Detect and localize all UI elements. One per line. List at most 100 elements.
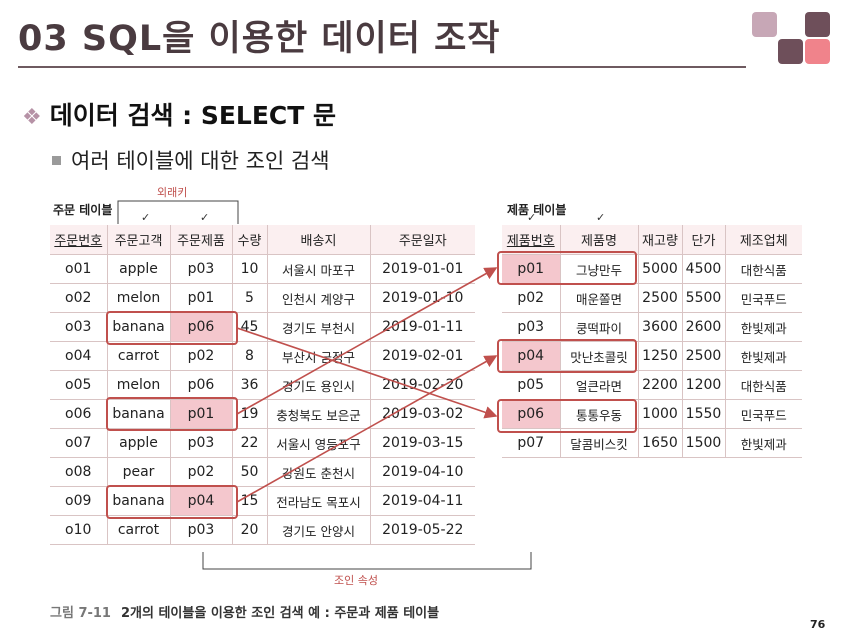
product-row-outline (497, 251, 637, 285)
table-cell: banana (107, 312, 171, 342)
table-row: p01 그냥만두 5000 4500 대한식품 (502, 254, 802, 284)
table-cell-highlighted: p04 (170, 486, 233, 516)
table-cell: melon (107, 370, 171, 400)
column-header: 주문제품 (170, 225, 233, 255)
table-cell: p02 (502, 283, 561, 313)
table-cell: p06 (170, 370, 233, 400)
table-cell: o07 (50, 428, 108, 458)
table-cell: 2019-01-01 (370, 254, 475, 284)
products-header-row: 제품번호 제품명 재고량 단가 제조업체 (502, 225, 802, 255)
table-cell: 민국푸드 (725, 283, 802, 313)
order-row-outline (106, 311, 238, 345)
square-bullet-icon (52, 155, 61, 165)
table-cell: 경기도 용인시 (267, 370, 371, 400)
column-header: 수량 (232, 225, 268, 255)
table-row: o08 pear p02 50 강원도 춘천시 2019-04-10 (50, 457, 475, 487)
table-cell: o06 (50, 399, 108, 429)
table-cell: 인천시 계양구 (267, 283, 371, 313)
table-cell: 8 (232, 341, 268, 371)
table-row: o07 apple p03 22 서울시 영등포구 2019-03-15 (50, 428, 475, 458)
table-cell-highlighted: p06 (170, 312, 233, 342)
bullet-heading: ❖데이터 검색 : SELECT 문 (22, 96, 336, 132)
table-cell: p07 (502, 428, 561, 458)
table-cell: 달콤비스킷 (560, 428, 639, 458)
table-cell: p02 (170, 341, 233, 371)
table-cell: 2200 (638, 370, 683, 400)
table-cell: o10 (50, 515, 108, 545)
table-cell: o08 (50, 457, 108, 487)
table-row: p04 맛난초콜릿 1250 2500 한빛제과 (502, 341, 802, 371)
table-cell: banana (107, 399, 171, 429)
table-cell: 1200 (682, 370, 726, 400)
table-cell: p03 (170, 428, 233, 458)
table-cell: 경기도 부천시 (267, 312, 371, 342)
table-cell: 36 (232, 370, 268, 400)
table-cell: apple (107, 254, 171, 284)
column-header: 제조업체 (725, 225, 802, 255)
table-cell: 1650 (638, 428, 683, 458)
column-header: 주문고객 (107, 225, 171, 255)
table-cell: 2600 (682, 312, 726, 342)
orders-table-title: 주문 테이블 (53, 203, 113, 217)
table-cell: 경기도 안양시 (267, 515, 371, 545)
table-cell: 2019-05-22 (370, 515, 475, 545)
table-row: p05 얼큰라면 2200 1200 대한식품 (502, 370, 802, 400)
fk-bracket (117, 200, 239, 224)
table-cell: 한빛제과 (725, 341, 802, 371)
table-cell: 매운쫄면 (560, 283, 639, 313)
check-mark-icon: ✓ (527, 211, 537, 224)
table-row: o05 melon p06 36 경기도 용인시 2019-02-20 (50, 370, 475, 400)
table-row: o09 banana p04 15 전라남도 목포시 2019-04-11 (50, 486, 475, 516)
table-cell: 4500 (682, 254, 726, 284)
table-cell: 대한식품 (725, 254, 802, 284)
join-arrow (236, 267, 498, 415)
table-row: o06 banana p01 19 충청북도 보은군 2019-03-02 (50, 399, 475, 429)
table-cell: 한빛제과 (725, 428, 802, 458)
table-cell: 5 (232, 283, 268, 313)
table-cell: 전라남도 목포시 (267, 486, 371, 516)
table-row: p06 통통우동 1000 1550 민국푸드 (502, 399, 802, 429)
table-cell: 10 (232, 254, 268, 284)
join-attribute-label: 조인 속성 (334, 574, 378, 587)
table-cell: o02 (50, 283, 108, 313)
deco-square-1 (752, 12, 777, 37)
table-row: o02 melon p01 5 인천시 계양구 2019-01-10 (50, 283, 475, 313)
table-cell: 3600 (638, 312, 683, 342)
figure-caption-text: 2개의 테이블을 이용한 조인 검색 예 : 주문과 제품 테이블 (120, 606, 440, 621)
page-number: 76 (810, 618, 826, 631)
table-cell: 50 (232, 457, 268, 487)
table-row: p02 매운쫄면 2500 5500 민국푸드 (502, 283, 802, 313)
table-cell: 2019-01-11 (370, 312, 475, 342)
table-cell: 그냥만두 (560, 254, 639, 284)
order-row-outline (106, 485, 238, 519)
bullet-heading-text: 데이터 검색 : SELECT 문 (49, 101, 337, 130)
figure-number: 그림 7-11 (50, 606, 111, 621)
sub-bullet-text: 여러 테이블에 대한 조인 검색 (71, 149, 330, 173)
table-cell: 2019-02-20 (370, 370, 475, 400)
table-cell: p03 (170, 254, 233, 284)
column-header: 재고량 (638, 225, 683, 255)
check-mark-icon: ✓ (596, 211, 606, 224)
table-cell: 대한식품 (725, 370, 802, 400)
table-cell: o09 (50, 486, 108, 516)
table-row: p07 달콤비스킷 1650 1500 한빛제과 (502, 428, 802, 458)
product-row-outline (497, 399, 637, 433)
table-cell: 얼큰라면 (560, 370, 639, 400)
table-cell-highlighted: p06 (502, 399, 561, 429)
table-cell: o01 (50, 254, 108, 284)
table-cell: 5000 (638, 254, 683, 284)
table-cell: p01 (170, 283, 233, 313)
deco-square-4 (805, 39, 830, 64)
sub-bullet: 여러 테이블에 대한 조인 검색 (52, 145, 330, 175)
table-cell-highlighted: p01 (502, 254, 561, 284)
table-cell: banana (107, 486, 171, 516)
table-cell: 쿵떡파이 (560, 312, 639, 342)
check-mark-icon: ✓ (200, 211, 210, 224)
table-cell: 민국푸드 (725, 399, 802, 429)
table-cell: o05 (50, 370, 108, 400)
slide-title: 03 SQL을 이용한 데이터 조작 (18, 19, 501, 59)
table-cell: p02 (170, 457, 233, 487)
table-cell: 2500 (682, 341, 726, 371)
table-cell: 2019-04-10 (370, 457, 475, 487)
join-arrow (236, 327, 498, 419)
